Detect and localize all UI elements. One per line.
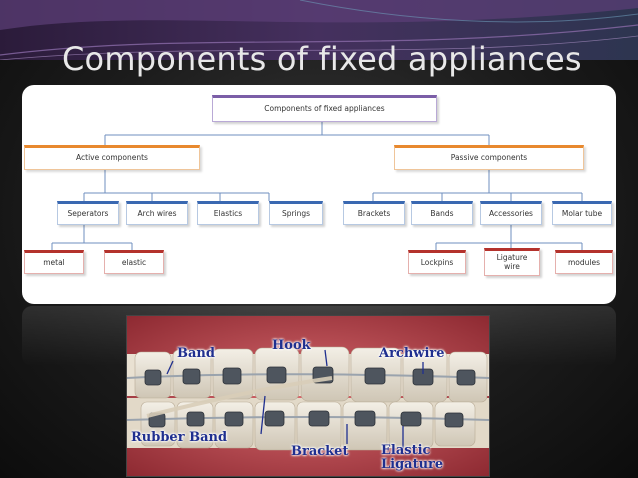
node-root: Components of fixed appliances: [212, 95, 437, 122]
node-ligature-wire: Ligature wire: [484, 248, 540, 276]
header-decoration: [0, 0, 638, 60]
node-passive-components: Passive components: [394, 145, 584, 170]
node-accessories: Accessories: [480, 201, 542, 225]
node-molar-tube: Molar tube: [552, 201, 612, 225]
braces-photo: Band Hook Archwire Rubber Band Bracket E…: [126, 315, 490, 477]
label-band: Band: [177, 346, 215, 361]
label-rubber-band: Rubber Band: [131, 430, 228, 445]
slide-title: Components of fixed appliances: [62, 40, 582, 78]
node-springs: Springs: [269, 201, 323, 225]
node-elastic: elastic: [104, 250, 164, 274]
node-modules: modules: [555, 250, 613, 274]
label-elastic-ligature: Elastic Ligature: [381, 443, 444, 472]
label-archwire: Archwire: [379, 346, 445, 361]
hierarchy-diagram: Components of fixed appliances Active co…: [22, 85, 616, 304]
node-seperators: Seperators: [57, 201, 119, 225]
braces-illustration: [127, 316, 489, 476]
node-arch-wires: Arch wires: [126, 201, 188, 225]
node-metal: metal: [24, 250, 84, 274]
node-elastics: Elastics: [197, 201, 259, 225]
label-hook: Hook: [272, 338, 311, 353]
label-bracket: Bracket: [291, 444, 349, 459]
connector-lines: [51, 122, 583, 250]
node-bands: Bands: [411, 201, 473, 225]
node-brackets: Brackets: [343, 201, 405, 225]
node-active-components: Active components: [24, 145, 200, 170]
node-lockpins: Lockpins: [408, 250, 466, 274]
